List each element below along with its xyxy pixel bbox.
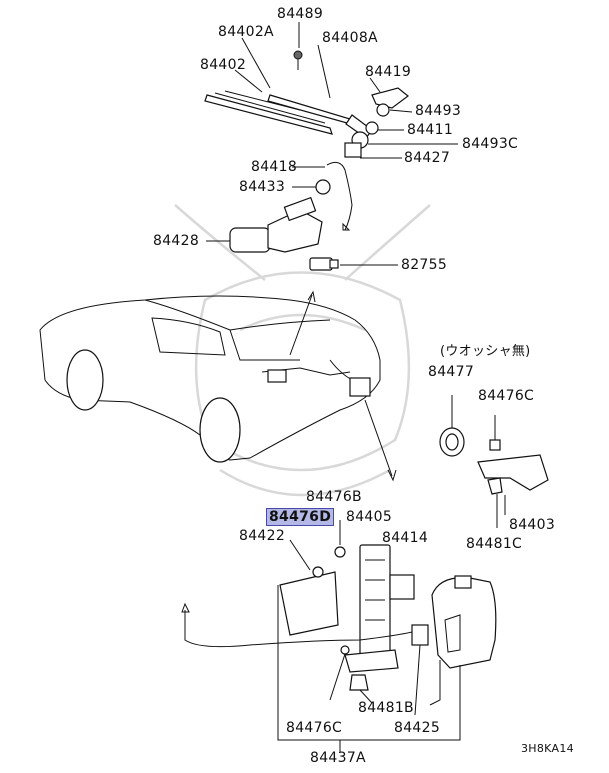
label-84408A: 84408A xyxy=(322,30,378,46)
washer-assembly xyxy=(181,520,497,752)
label-84402: 84402 xyxy=(200,57,247,73)
label-82755: 82755 xyxy=(401,257,448,273)
label-84428: 84428 xyxy=(153,233,200,249)
connector-82755 xyxy=(309,257,339,271)
label-84476D-highlighted[interactable]: 84476D xyxy=(266,508,335,526)
label-84476C-bottom: 84476C xyxy=(286,720,343,736)
label-84481C: 84481C xyxy=(466,536,523,552)
washer-note: (ウオッシャ無) xyxy=(440,344,531,359)
grommet-84477 xyxy=(439,395,465,457)
diagram-code: 3H8KA14 xyxy=(521,742,574,755)
leader-lines xyxy=(206,22,506,515)
label-84493: 84493 xyxy=(415,103,462,119)
label-84403: 84403 xyxy=(509,517,556,533)
pointer-arrows xyxy=(289,290,397,482)
wiper-motor xyxy=(229,161,353,253)
label-84477: 84477 xyxy=(428,364,475,380)
pivot-hardware xyxy=(344,103,390,158)
label-84437A: 84437A xyxy=(310,750,366,766)
label-84476C-top: 84476C xyxy=(478,388,535,404)
label-84414: 84414 xyxy=(382,530,429,546)
label-84427: 84427 xyxy=(404,150,451,166)
label-84489: 84489 xyxy=(277,6,324,22)
label-84411: 84411 xyxy=(407,122,454,138)
bolt-84489 xyxy=(293,50,303,70)
label-84481B: 84481B xyxy=(358,700,414,716)
label-84419: 84419 xyxy=(365,64,412,80)
label-84476B: 84476B xyxy=(306,489,362,505)
label-84425: 84425 xyxy=(394,720,441,736)
label-84402A: 84402A xyxy=(218,24,274,40)
label-84405: 84405 xyxy=(346,509,393,525)
label-84418: 84418 xyxy=(251,159,298,175)
label-84422: 84422 xyxy=(239,528,286,544)
label-84433: 84433 xyxy=(239,179,286,195)
bracket-84403 xyxy=(477,415,549,528)
label-84493C: 84493C xyxy=(462,136,519,152)
car-outline xyxy=(39,295,381,463)
